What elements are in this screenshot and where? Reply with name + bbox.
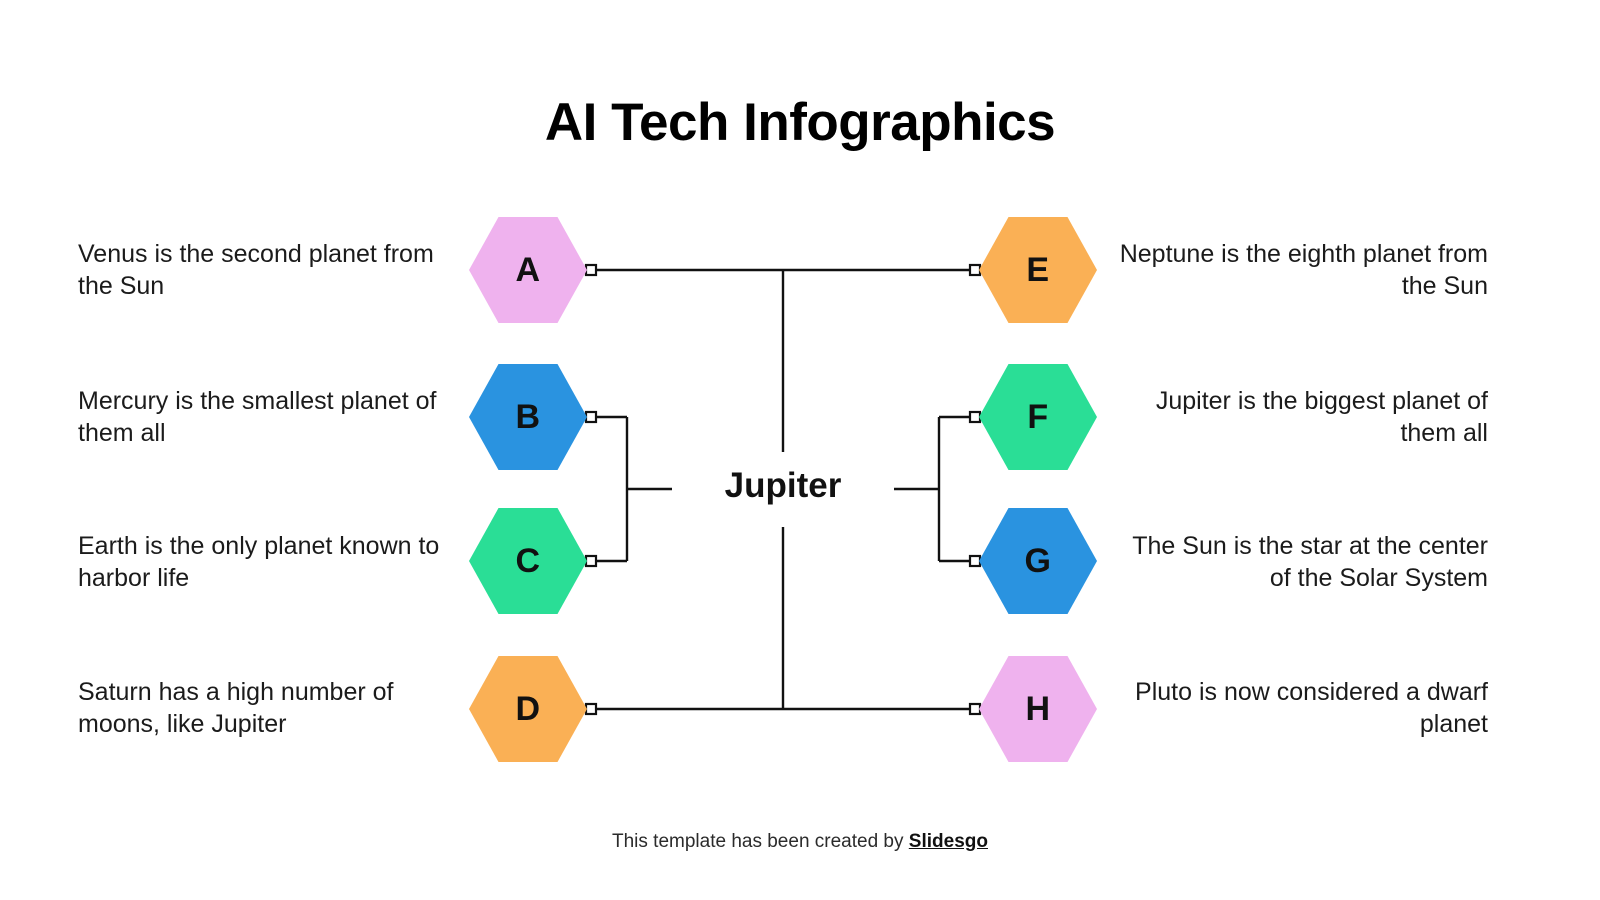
description-b: Mercury is the smallest planet of them a… — [78, 387, 437, 447]
hexagon-node-c[interactable]: C — [469, 508, 587, 614]
description-d: Saturn has a high number of moons, like … — [78, 678, 394, 738]
footer-prefix: This template has been created by — [612, 831, 909, 852]
description-a: Venus is the second planet from the Sun — [78, 240, 434, 300]
description-e: Neptune is the eighth planet from the Su… — [1119, 240, 1488, 300]
connector-cap-e — [968, 263, 982, 277]
hexagon-label-b: B — [515, 398, 541, 436]
center-node-label: Jupiter — [724, 466, 842, 505]
connector-cap-a — [584, 263, 598, 277]
connector-cap-f — [968, 410, 982, 424]
description-f: Jupiter is the biggest planet of them al… — [1155, 387, 1488, 447]
hexagon-label-f: F — [1027, 398, 1049, 436]
page-title: AI Tech Infographics — [544, 93, 1056, 152]
connector-cap-h — [968, 702, 982, 716]
hexagon-label-h: H — [1025, 690, 1051, 728]
hexagon-node-d[interactable]: D — [469, 656, 587, 762]
slidesgo-link[interactable]: Slidesgo — [908, 831, 988, 852]
hexagon-label-a: A — [515, 251, 541, 289]
description-c: Earth is the only planet known to harbor… — [78, 532, 440, 592]
connector-cap-b — [584, 410, 598, 424]
hexagon-label-e: E — [1026, 251, 1050, 289]
hexagon-label-d: D — [515, 690, 541, 728]
connector-cap-d — [584, 702, 598, 716]
footer-credit: This template has been created by Slides… — [0, 831, 1600, 853]
description-h: Pluto is now considered a dwarf planet — [1135, 678, 1488, 738]
connector-cap-g — [968, 554, 982, 568]
description-g: The Sun is the star at the center of the… — [1132, 532, 1488, 592]
hexagon-label-c: C — [515, 542, 541, 580]
hexagon-label-g: G — [1024, 542, 1052, 580]
connector-cap-c — [584, 554, 598, 568]
